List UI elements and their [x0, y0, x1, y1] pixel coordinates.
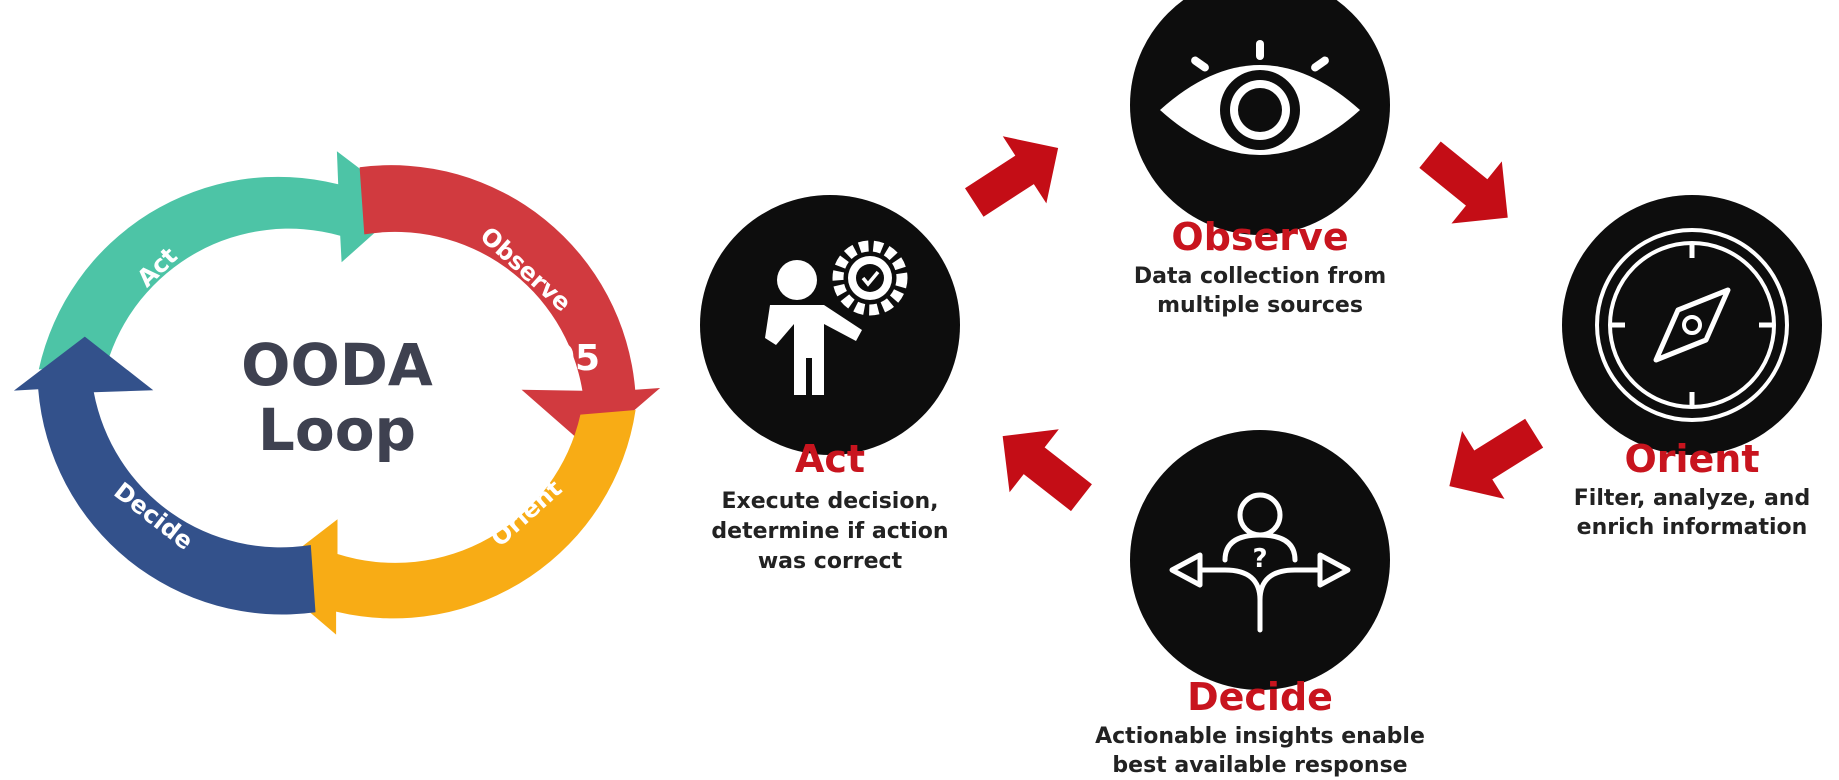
act-desc-line2: determine if action — [711, 519, 948, 544]
stage-orient: Orient Filter, analyze, and enrich infor… — [1562, 195, 1822, 540]
segment-decide — [13, 336, 316, 615]
segment-act — [38, 151, 407, 370]
eye-icon — [1160, 40, 1360, 155]
cycle-title-line2: Loop — [258, 396, 416, 464]
orient-circle — [1562, 195, 1822, 455]
observe-title: Observe — [1171, 215, 1348, 259]
person-gear-icon — [765, 240, 908, 395]
decide-circle — [1130, 430, 1390, 690]
orient-title: Orient — [1624, 437, 1759, 481]
orient-desc-line2: enrich information — [1577, 515, 1808, 540]
stage-act: Act Execute decision, determine if actio… — [700, 195, 960, 574]
observe-desc-line1: Data collection from — [1134, 264, 1386, 289]
arrow-observe-to-orient — [1419, 141, 1508, 224]
compass-icon — [1595, 228, 1789, 422]
observe-desc-line2: multiple sources — [1157, 293, 1363, 318]
ooda-cycle: Act Observe Orient Decide OODA Loop 05 — [13, 151, 661, 635]
arrow-decide-to-act — [1002, 429, 1092, 512]
arrow-act-to-observe — [965, 136, 1059, 217]
act-desc-line3: was correct — [758, 549, 903, 574]
segment-orient — [265, 410, 636, 635]
stage-observe: Observe Data collection from multiple so… — [1130, 0, 1390, 318]
flow-arrows — [965, 136, 1544, 512]
cycle-title-line1: OODA — [241, 331, 433, 399]
orient-desc-line1: Filter, analyze, and — [1574, 486, 1810, 511]
decide-title: Decide — [1187, 675, 1333, 719]
question-mark-icon: ? — [1252, 544, 1267, 574]
segment-observe — [359, 165, 661, 449]
decide-desc-line2: best available response — [1112, 753, 1407, 778]
decision-paths-icon — [1169, 492, 1351, 633]
arrow-orient-to-decide — [1449, 418, 1544, 499]
stage-decide: ? Decide Actionable insights enable best… — [1095, 430, 1425, 778]
act-desc-line1: Execute decision, — [722, 489, 939, 514]
act-title: Act — [795, 437, 865, 481]
cycle-badge: 05 — [550, 338, 600, 379]
decide-desc-line1: Actionable insights enable — [1095, 724, 1425, 749]
